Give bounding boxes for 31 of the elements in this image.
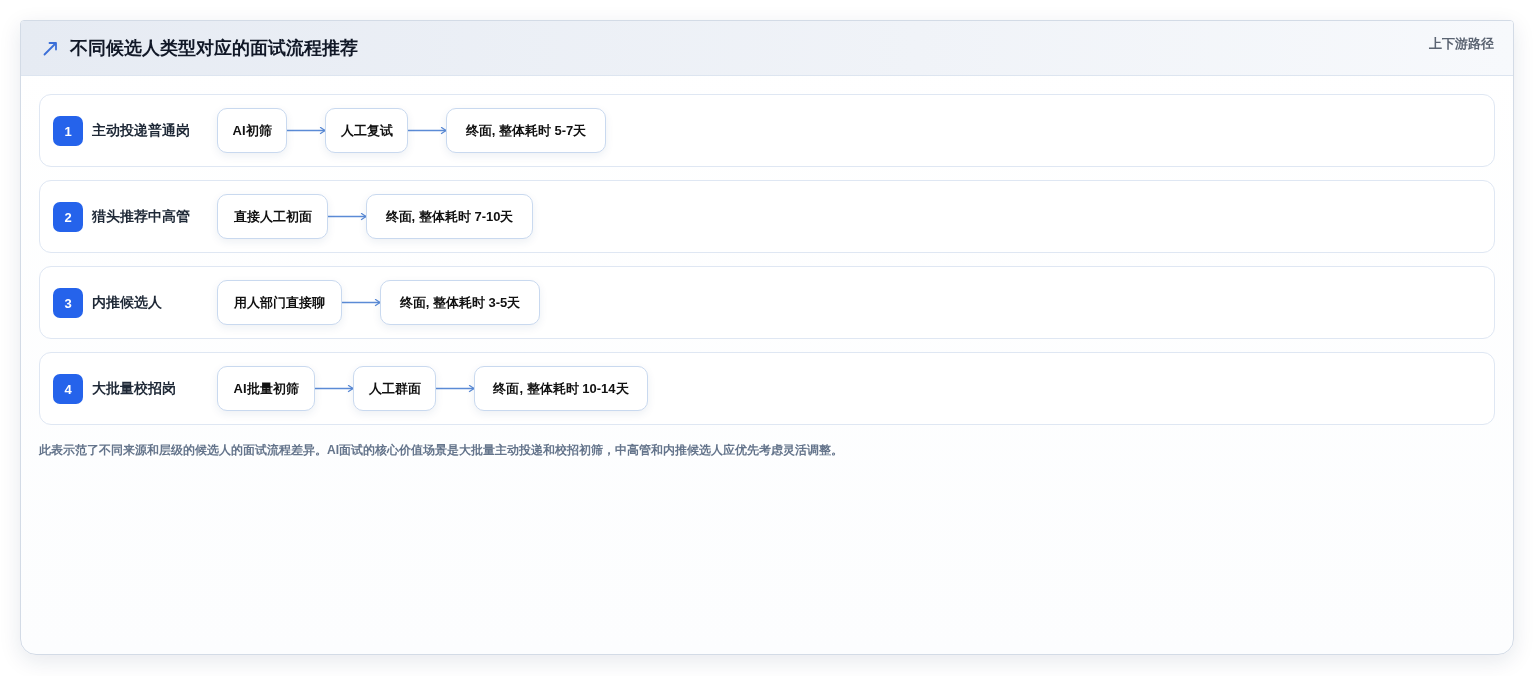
step-box: 终面, 整体耗时 10-14天 xyxy=(474,366,648,411)
step-box: AI初筛 xyxy=(217,108,287,153)
arrow xyxy=(435,384,475,393)
title: 不同候选人类型对应的面试流程推荐 xyxy=(70,37,358,60)
step-box: 人工复试 xyxy=(325,108,408,153)
row-card xyxy=(39,180,1495,253)
step-box: AI批量初筛 xyxy=(217,366,315,411)
step-box: 终面, 整体耗时 5-7天 xyxy=(446,108,606,153)
arrow xyxy=(407,126,447,135)
arrow xyxy=(327,212,367,221)
row-label: 内推候选人 xyxy=(92,293,162,312)
step-box: 终面, 整体耗时 7-10天 xyxy=(366,194,533,239)
arrow xyxy=(341,298,381,307)
row-card xyxy=(39,266,1495,339)
row-label: 主动投递普通岗 xyxy=(92,121,190,140)
step-box: 用人部门直接聊 xyxy=(217,280,342,325)
arrow xyxy=(314,384,354,393)
row-card xyxy=(39,352,1495,425)
row-label: 大批量校招岗 xyxy=(92,379,176,398)
footnote: 此表示范了不同来源和层级的候选人的面试流程差异。AI面试的核心价值场景是大批量主动投递和校招初筛，中高管和内推候选人应优先考虑灵活调整。 xyxy=(39,442,843,459)
corner-label: 上下游路径 xyxy=(1429,35,1494,53)
number-badge: 4 xyxy=(53,374,83,404)
row-card xyxy=(39,94,1495,167)
number-badge: 2 xyxy=(53,202,83,232)
number-badge: 3 xyxy=(53,288,83,318)
step-box: 直接人工初面 xyxy=(217,194,328,239)
step-box: 终面, 整体耗时 3-5天 xyxy=(380,280,540,325)
number-badge: 1 xyxy=(53,116,83,146)
arrow xyxy=(286,126,326,135)
step-box: 人工群面 xyxy=(353,366,436,411)
row-label: 猎头推荐中高管 xyxy=(92,207,190,226)
